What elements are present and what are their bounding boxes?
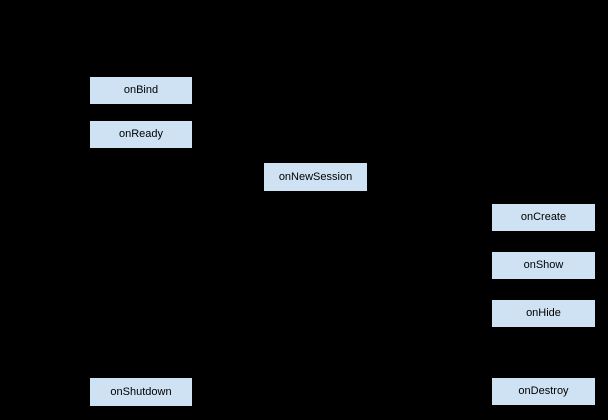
node-onBind: onBind xyxy=(89,76,193,105)
node-label: onDestroy xyxy=(518,385,569,397)
node-onDestroy: onDestroy xyxy=(491,377,596,406)
node-label: onShutdown xyxy=(110,385,172,398)
node-label: onNewSession xyxy=(278,170,353,183)
node-label: onReady xyxy=(118,128,164,140)
node-label: onBind xyxy=(123,84,159,96)
node-onShow: onShow xyxy=(491,251,596,280)
node-onNewSession: onNewSession xyxy=(263,162,368,192)
node-onShutdown: onShutdown xyxy=(89,377,193,407)
node-onCreate: onCreate xyxy=(491,203,596,232)
node-label: onHide xyxy=(526,307,561,319)
node-onHide: onHide xyxy=(491,299,596,328)
node-label: onCreate xyxy=(520,211,567,223)
node-label: onShow xyxy=(523,259,564,271)
node-onReady: onReady xyxy=(89,120,193,149)
